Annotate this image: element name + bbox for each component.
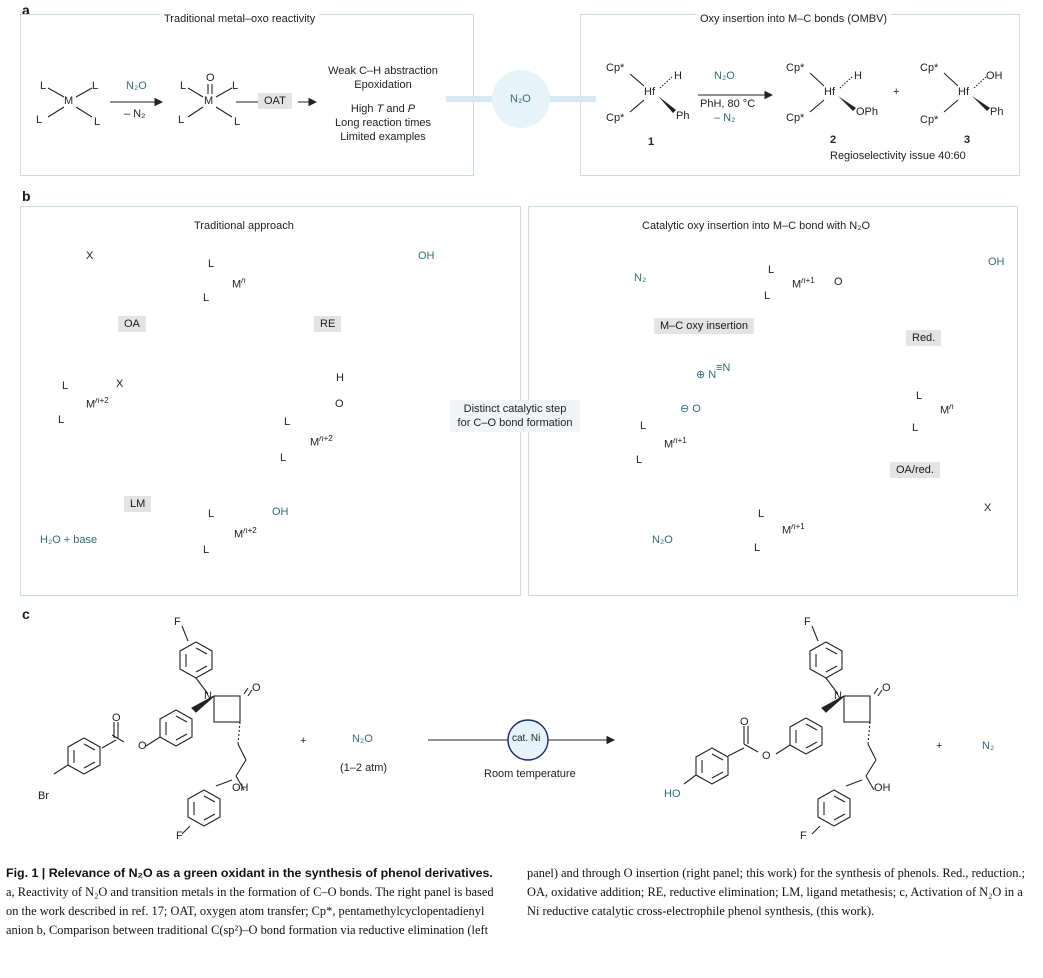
panel-letter-b: b [22,188,31,204]
panel-a-left-box [20,14,474,176]
tag-oa: OA [118,316,146,332]
plus-a: + [893,86,900,98]
tag-oa-red: OA/red. [890,462,940,478]
caption-title: Fig. 1 | Relevance of N₂O as a green oxi… [6,866,493,880]
n2o-label-b: N₂O [652,534,673,546]
catalyst-label: cat. Ni [512,733,541,744]
outcomes-list: Weak C–H abstraction Epoxidation High T … [328,65,438,143]
minus-n2-label-a: – N₂ [124,108,146,120]
oat-tag: OAT [258,93,292,109]
plus-c1: + [300,735,307,747]
panel-letter-c: c [22,606,30,622]
panel-letter-a: a [22,2,30,18]
panel-a-left-title: Traditional metal–oxo reactivity [160,13,320,25]
caption-left-text: a, Reactivity of N₂O and transition meta… [6,885,494,937]
center-distinct-step: Distinct catalytic step for C–O bond for… [450,400,580,432]
panel-b-left-title: Traditional approach [194,220,294,232]
tag-re: RE [314,316,342,332]
tag-mc-insertion: M–C oxy insertion [654,318,755,334]
reagent-n2o: N₂O [352,733,373,745]
compound-1-label: 1 [648,136,655,148]
panel-b-left-box [20,206,521,596]
tag-red: Red. [906,330,942,346]
regio-note: Regioselectivity issue 40:60 [830,150,966,162]
panel-b-right-box [528,206,1018,596]
panel-a-right-title: Oxy insertion into M–C bonds (OMBV) [696,13,892,25]
catalyst-cycle-icon [507,719,549,761]
pressure-label: (1–2 atm) [340,762,388,774]
n2-label-b: N₂ [634,272,647,284]
byproduct-n2: N₂ [982,740,995,752]
panel-b-right-title: Catalytic oxy insertion into M–C bond wi… [642,220,871,232]
h2o-base-label: H₂O + base [40,534,98,546]
condition-label: Room temperature [484,768,576,780]
n2o-label-a: N₂O [126,80,147,92]
n2o-bubble [492,70,550,128]
caption-right: panel) and through O insertion (right pa… [527,866,1025,918]
plus-c2: + [936,740,943,752]
conditions-minus-n2: – N₂ [714,112,736,124]
panel-a-right-box [580,14,1020,176]
tag-lm: LM [124,496,152,512]
compound-3-label: 3 [964,134,971,146]
conditions-n2o: N₂O [714,70,735,82]
conditions-solvent: PhH, 80 °C [700,98,756,110]
center-bubble-label: N₂O [510,93,531,105]
caption-left: Fig. 1 | Relevance of N₂O as a green oxi… [6,864,500,940]
compound-2-label: 2 [830,134,837,146]
